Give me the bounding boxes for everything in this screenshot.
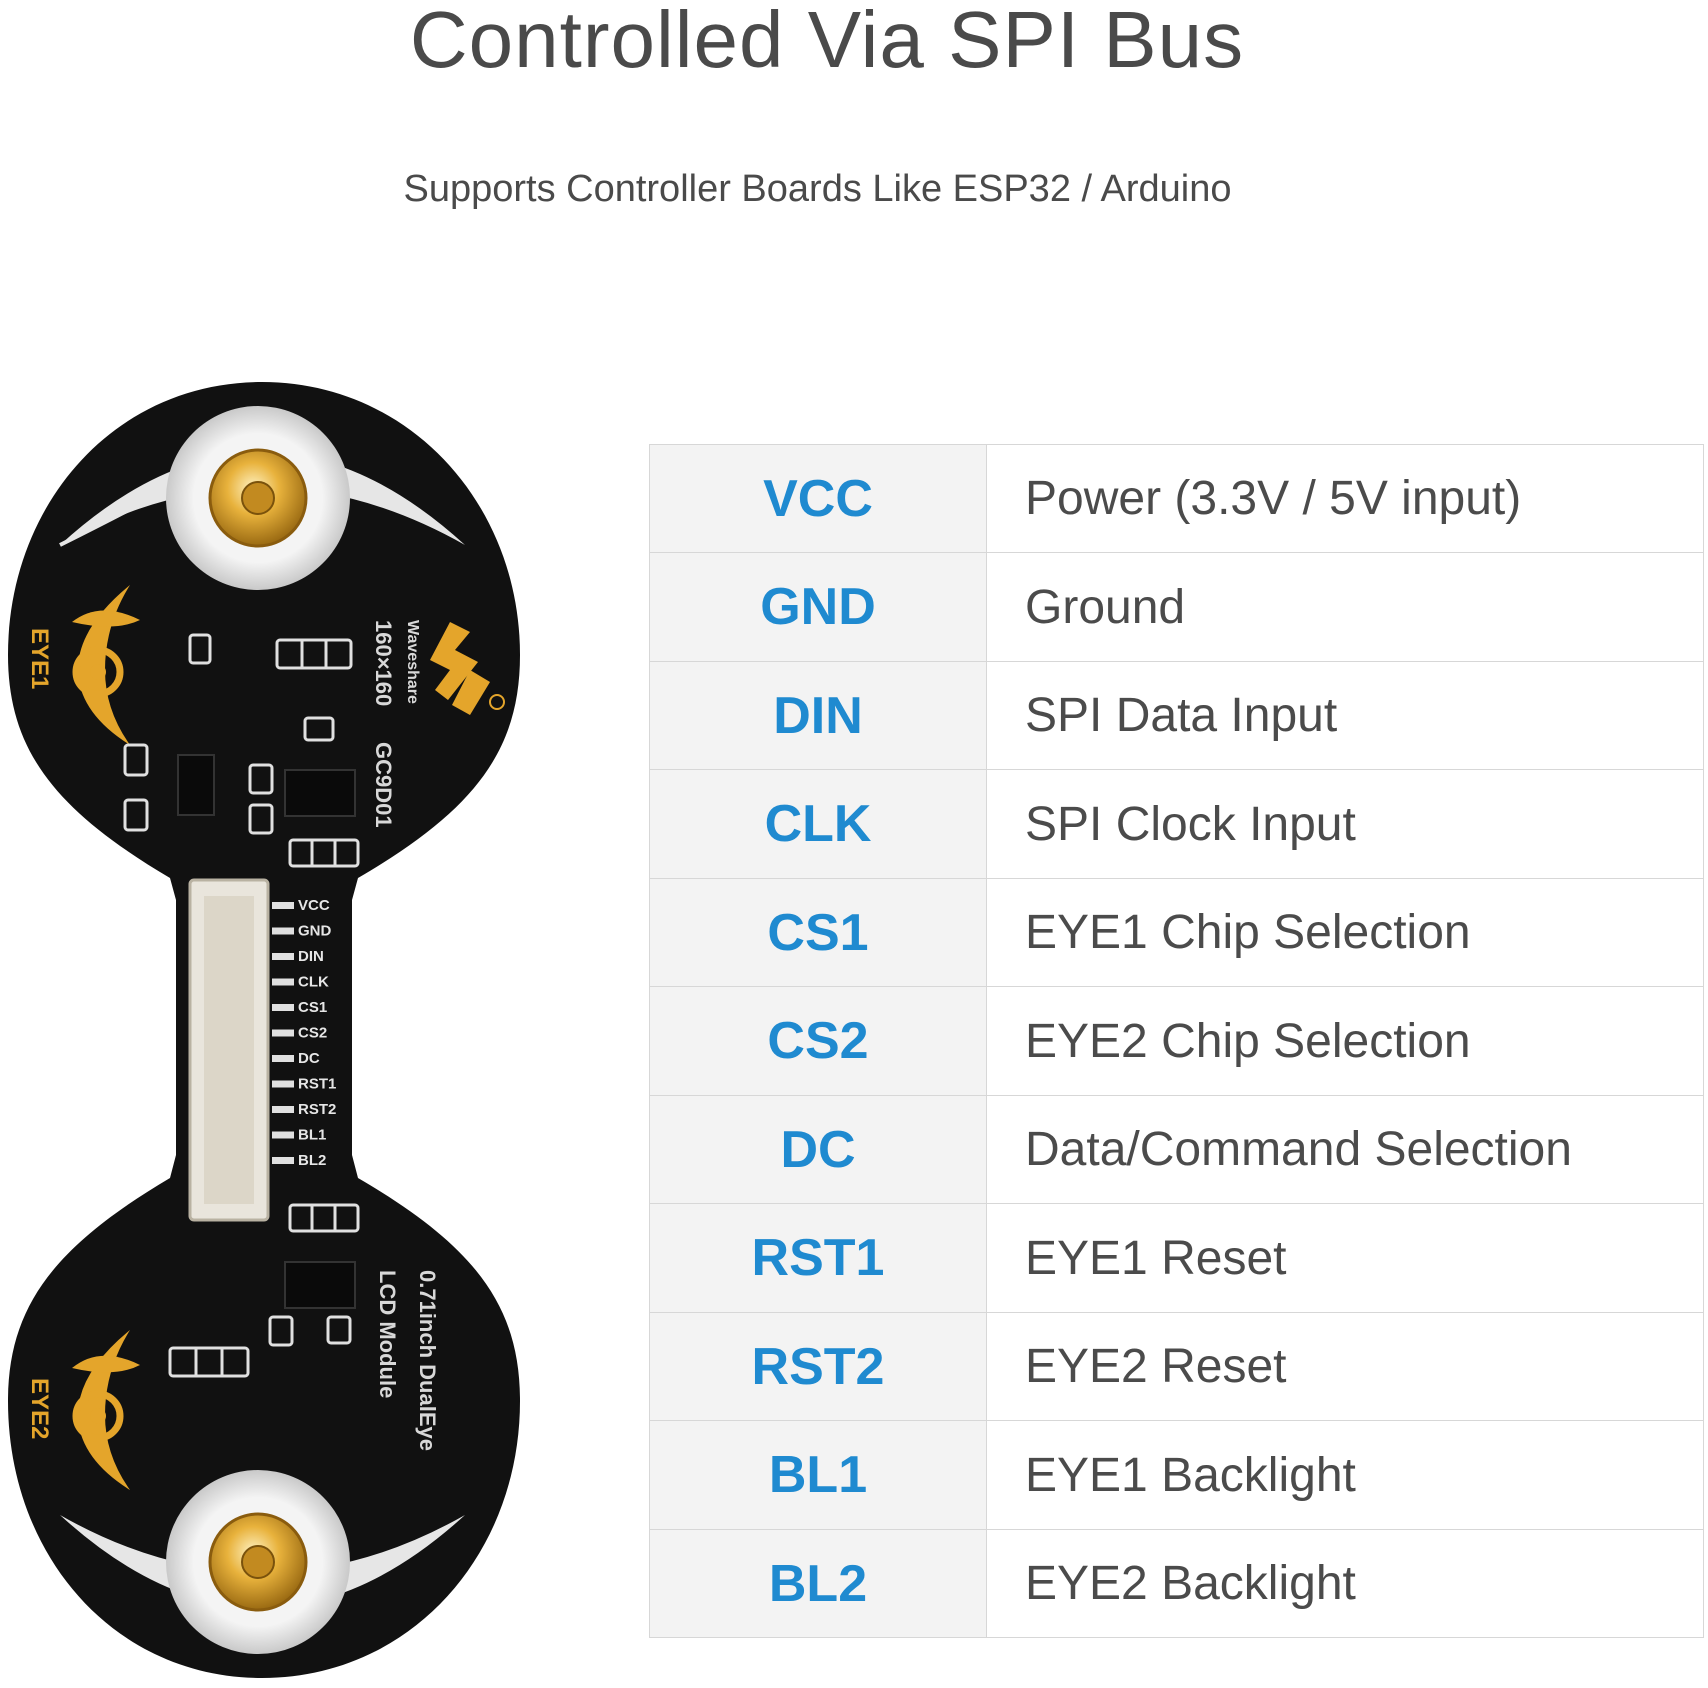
pin-description-cell: EYE2 Reset — [986, 1312, 1704, 1421]
smd-components — [123, 633, 360, 1378]
header-pin-label: BL2 — [298, 1152, 326, 1169]
resolution-text: 160×160 — [371, 620, 396, 706]
pin-header-connector — [188, 878, 270, 1222]
pin-name-cell: BL2 — [649, 1529, 987, 1638]
brand-text: Waveshare — [404, 620, 421, 704]
header-pin-label: BL1 — [298, 1127, 326, 1144]
eye1-label: EYE1 — [26, 628, 53, 689]
header-pin-pad — [272, 1106, 294, 1113]
driver-ic-text: GC9D01 — [371, 742, 396, 828]
pin-name-cell: CS1 — [649, 878, 987, 987]
top-mounting-standoff — [208, 448, 308, 548]
header-pin-pad — [272, 978, 294, 986]
header-pin-pad — [272, 1055, 294, 1062]
pin-description-cell: EYE1 Reset — [986, 1203, 1704, 1313]
header-pin-pad — [272, 1080, 294, 1088]
header-pin-pad — [272, 1004, 294, 1011]
pin-description-cell: SPI Data Input — [986, 661, 1704, 770]
eye2-logo-icon — [72, 1330, 140, 1490]
pin-name-cell: VCC — [649, 444, 987, 553]
product-name-line1: 0.71inch DualEye — [415, 1270, 440, 1451]
header-pin-label: CS2 — [298, 1025, 327, 1042]
header-pin-label: DIN — [298, 948, 324, 965]
pin-name-cell: GND — [649, 552, 987, 662]
header-pin-label: VCC — [298, 897, 330, 914]
pin-description-cell: Power (3.3V / 5V input) — [986, 444, 1704, 553]
ic-chips — [177, 754, 356, 1309]
page-subtitle: Supports Controller Boards Like ESP32 / … — [403, 168, 1232, 210]
header-pin-pad — [272, 1029, 294, 1037]
pin-name-cell: CS2 — [649, 986, 987, 1096]
eye2-label: EYE2 — [26, 1378, 53, 1439]
header-pin-label: CS1 — [298, 999, 327, 1016]
lcd-module-board: EYE1 EYE2 Waveshare 160×160 GC9D01 0.71i… — [8, 382, 520, 1678]
product-name-line2: LCD Module — [375, 1270, 400, 1398]
waveshare-logo-icon — [430, 622, 505, 715]
pin-name-cell: CLK — [649, 769, 987, 879]
page-title: Controlled Via SPI Bus — [409, 0, 1245, 84]
header-pin-pad — [272, 953, 294, 960]
pin-description-cell: SPI Clock Input — [986, 769, 1704, 879]
pin-name-cell: RST1 — [649, 1203, 987, 1313]
pin-description-cell: EYE1 Backlight — [986, 1420, 1704, 1530]
header-pin-pad — [272, 1131, 294, 1139]
header-pin-label: GND — [298, 923, 332, 940]
header-pin-label: CLK — [298, 974, 329, 991]
header-pin-pad — [272, 927, 294, 935]
pin-description-cell: Data/Command Selection — [986, 1095, 1704, 1204]
header-pin-label: RST1 — [298, 1076, 336, 1093]
bottom-mounting-standoff — [208, 1512, 308, 1612]
header-pin-label: RST2 — [298, 1101, 336, 1118]
pin-name-cell: RST2 — [649, 1312, 987, 1421]
pin-description-cell: Ground — [986, 552, 1704, 662]
pin-description-cell: EYE2 Backlight — [986, 1529, 1704, 1638]
pin-name-cell: DIN — [649, 661, 987, 770]
eye1-logo-icon — [72, 585, 140, 745]
header-pin-pad — [272, 1157, 294, 1164]
pin-description-cell: EYE2 Chip Selection — [986, 986, 1704, 1096]
pin-name-cell: BL1 — [649, 1420, 987, 1530]
header-pin-pad — [272, 902, 294, 909]
pin-description-cell: EYE1 Chip Selection — [986, 878, 1704, 987]
pin-name-cell: DC — [649, 1095, 987, 1204]
header-pin-label: DC — [298, 1050, 320, 1067]
